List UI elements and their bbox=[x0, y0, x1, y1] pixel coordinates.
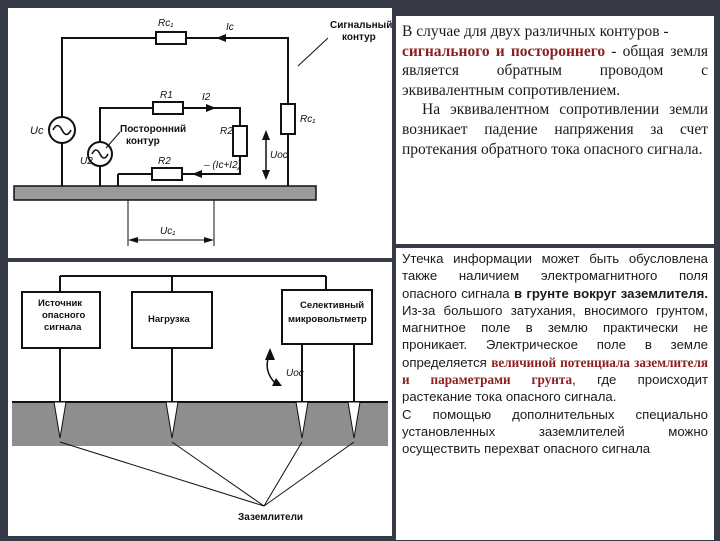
r2-resistor bbox=[232, 125, 248, 157]
uc1-label: Uc₁ bbox=[160, 226, 175, 237]
voltmeter-label-2: микровольтметр bbox=[288, 314, 367, 325]
uoc-label-2: Uос bbox=[286, 368, 304, 379]
rc-label: Rc₁ bbox=[300, 114, 315, 125]
p2-text: На эквивалентном сопротивлении земли воз… bbox=[402, 101, 708, 158]
p1-highlight: сигнального и постороннего bbox=[402, 42, 606, 60]
text-panel-bottom: Утечка информации может быть обусловлена… bbox=[396, 248, 714, 540]
r1-label: R1 bbox=[160, 90, 173, 101]
source-label-1: Источник bbox=[38, 298, 82, 309]
sum-current-label: – (Ic+I2) bbox=[203, 160, 241, 171]
p3-text-b: Из-за большого затухания, вносимого грун… bbox=[402, 302, 708, 370]
source-box bbox=[21, 291, 101, 349]
uoc-label: Uос bbox=[270, 150, 288, 161]
voltmeter-box bbox=[281, 289, 373, 345]
i2-label: I2 bbox=[202, 92, 211, 103]
rc-resistor bbox=[280, 103, 296, 135]
grounds-label: Заземлители bbox=[238, 512, 303, 523]
rc1-label: Rc₁ bbox=[158, 18, 173, 29]
p3-text-a: Утечка информации может быть обусловлена… bbox=[402, 251, 708, 301]
soil-strip bbox=[12, 402, 388, 446]
ground-bar bbox=[13, 185, 317, 201]
u2-label: U2 bbox=[80, 156, 93, 167]
ic-label: Ic bbox=[226, 22, 234, 33]
r2b-resistor bbox=[151, 167, 183, 181]
signal-contour-label-1: Сигнальный bbox=[330, 20, 392, 31]
p3-highlight: величиной потенциала заземлителя и парам… bbox=[402, 354, 708, 388]
rc1-resistor bbox=[155, 31, 187, 45]
grounding-svg: Источник опасного сигнала Нагрузка Селек… bbox=[12, 275, 388, 523]
p1-text-a: В случае для двух различных контуров - bbox=[402, 23, 669, 40]
p3-text-c: , где происходит растекание тока опасног… bbox=[402, 372, 708, 405]
p4-text: С помощью дополнительных специально уста… bbox=[402, 406, 708, 457]
source-label-3: сигнала bbox=[44, 322, 82, 333]
paragraph-3: Утечка информации может быть обусловлена… bbox=[396, 248, 714, 406]
r1-resistor bbox=[152, 101, 184, 115]
load-label: Нагрузка bbox=[148, 314, 190, 325]
r2-label: R2 bbox=[220, 126, 233, 137]
paragraph-1: В случае для двух различных контуров - си… bbox=[396, 16, 714, 100]
signal-contour-label-2: контур bbox=[342, 32, 376, 43]
voltmeter-label-1: Селективный bbox=[300, 300, 364, 311]
foreign-contour-label-2: контур bbox=[126, 136, 160, 147]
foreign-contour-label-1: Посторонний bbox=[120, 124, 186, 135]
paragraph-4: С помощью дополнительных специально уста… bbox=[396, 406, 714, 458]
p1-text-b: - общая земля является обратным проводом… bbox=[402, 42, 709, 99]
text-panel-top: В случае для двух различных контуров - си… bbox=[396, 16, 714, 244]
paragraph-2: На эквивалентном сопротивлении земли воз… bbox=[396, 100, 714, 159]
circuit-svg: Сигнальный контур Посторонний контур Rc₁… bbox=[13, 18, 392, 246]
r2b-label: R2 bbox=[158, 156, 171, 167]
grounding-diagram: Источник опасного сигнала Нагрузка Селек… bbox=[8, 262, 392, 536]
circuit-diagram: Сигнальный контур Посторонний контур Rc₁… bbox=[8, 8, 392, 258]
p3-bold: в грунте вокруг заземлителя. bbox=[513, 285, 708, 301]
source-label-2: опасного bbox=[42, 310, 85, 321]
uc-label: Uc bbox=[30, 125, 44, 137]
